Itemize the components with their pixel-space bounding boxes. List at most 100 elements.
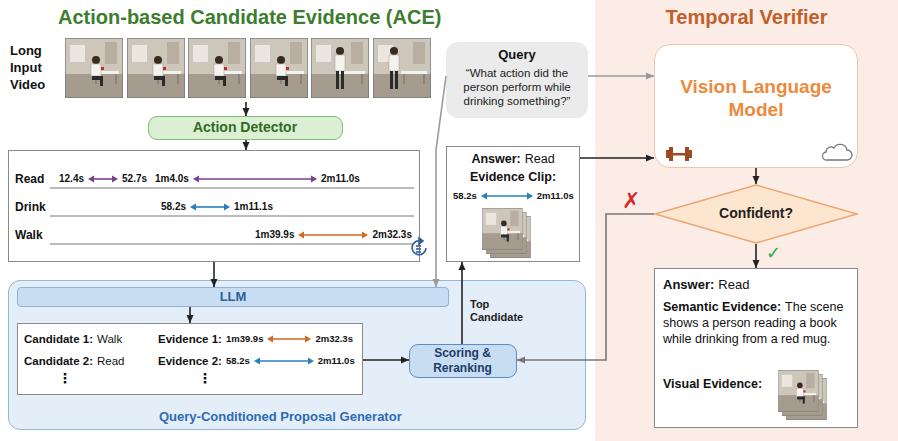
text-group: ⋮ xyxy=(198,370,212,387)
text-group: 12.4s52.7s xyxy=(59,172,147,186)
node-text: 58.2s xyxy=(453,190,477,202)
candidate-list: Candidate 1:WalkCandidate 2:Read⋮Evidenc… xyxy=(17,323,363,395)
node-text: 2m11.0s xyxy=(321,172,360,186)
text-group: Vision Language Model xyxy=(667,75,845,121)
text-group: Query-Conditioned Proposal Generator xyxy=(159,409,402,425)
node-text: Evidence 2: xyxy=(158,353,222,369)
node-text: 1m4.0s xyxy=(155,172,189,186)
node-text: 2m32.3s xyxy=(315,331,353,347)
verifier-panel: Temporal VerifierVision Language ModelCo… xyxy=(595,0,898,441)
text-group: Walk xyxy=(15,227,43,243)
text-group: Answer:Read xyxy=(447,152,579,168)
node-text: Walk xyxy=(97,331,122,347)
node-text: Answer: xyxy=(663,277,714,293)
range-arrow xyxy=(485,195,529,197)
text-group: 1m4.0s 2m11.0s xyxy=(155,172,360,186)
node-text: Read xyxy=(97,353,125,369)
text-group: Answer:Read xyxy=(663,277,851,293)
text-group: Confident? xyxy=(654,205,858,223)
range-arrow xyxy=(298,232,304,239)
text-group: Candidate 1:Walk xyxy=(24,331,122,347)
range-arrow xyxy=(88,174,118,184)
range-arrow xyxy=(254,356,314,366)
scoring-box: Scoring & Reranking xyxy=(409,344,517,378)
range-arrow xyxy=(112,176,118,183)
text-group: Drink xyxy=(15,199,46,215)
range-arrow xyxy=(362,232,368,239)
node-text: Walk xyxy=(15,228,43,242)
node-text: 2m11.0s xyxy=(318,353,355,369)
text-group: Evidence 1:1m39.9s 2m32.3s xyxy=(158,331,353,347)
range-arrow xyxy=(302,234,364,236)
action-timeline: ReadDrinkWalk 12.4s52.7s 1m4.0s 2m11.0s 58.2… xyxy=(8,150,420,262)
text-group: 58.2s 1m11.1s xyxy=(161,200,273,214)
node-text: Temporal Verifier xyxy=(666,6,828,28)
text-group: LLM xyxy=(18,289,448,305)
range-arrow xyxy=(258,360,310,362)
node-text: Scoring & Reranking xyxy=(433,346,492,375)
node-text: ⋮ xyxy=(58,370,72,386)
node-text: Evidence Clip: xyxy=(470,170,556,184)
text-group: Temporal Verifier xyxy=(595,5,898,30)
range-arrow xyxy=(194,206,226,208)
node-text: Action-based Candidate Evidence (ACE) xyxy=(58,6,441,28)
text-group: Semantic Evidence:The scene shows a pers… xyxy=(663,299,851,347)
range-arrow xyxy=(527,192,533,199)
ace-panel: Action-based Candidate Evidence (ACE) Lon… xyxy=(0,0,595,441)
node-text: 1m11.1s xyxy=(234,200,273,214)
node-text: Read xyxy=(718,277,749,293)
edge-label: Top Candidate xyxy=(470,298,532,324)
node-text: Answer: xyxy=(471,152,520,168)
action-detector: Action Detector xyxy=(148,116,343,140)
range-arrow xyxy=(224,204,230,211)
node-text: 58.2s xyxy=(161,200,186,214)
result-box: Answer:ReadSemantic Evidence:The scene s… xyxy=(654,268,858,428)
text-group: 1m39.9s 2m32.3s xyxy=(255,228,412,242)
text-group: 58.2s 2m11.0s xyxy=(453,190,574,202)
range-arrow xyxy=(267,334,311,344)
range-arrow xyxy=(88,176,94,183)
node-text: Candidate 2: xyxy=(24,353,93,369)
text-group: “What action did the person perform whil… xyxy=(452,66,582,108)
text-group: Visual Evidence: xyxy=(663,377,762,393)
video-strip: Long Input Video xyxy=(10,36,434,102)
range-arrow xyxy=(197,178,313,180)
text-group: Long Input Video xyxy=(10,42,62,93)
answer-box: Answer:ReadEvidence Clip: 58.2s 2m11.0s xyxy=(446,146,580,262)
node-text: 12.4s xyxy=(59,172,84,186)
text-group: Scoring & Reranking xyxy=(410,346,515,376)
text-group: Candidate 2:Read xyxy=(24,353,125,369)
node-text: Evidence 1: xyxy=(158,331,222,347)
range-arrow xyxy=(190,202,230,212)
node-text: Vision Language Model xyxy=(680,76,832,120)
range-arrow xyxy=(267,336,273,343)
node-text: 2m32.3s xyxy=(372,228,411,242)
text-group: Read xyxy=(15,171,44,187)
node-text: Long Input Video xyxy=(10,43,45,92)
text-group: ⋮ xyxy=(58,370,72,387)
range-arrow xyxy=(254,358,260,365)
node-text: 58.2s xyxy=(226,353,250,369)
confidence-diamond: Confident? xyxy=(654,184,858,244)
range-arrow xyxy=(298,230,368,240)
text-group: Action Detector xyxy=(149,119,341,137)
node-text: 1m39.9s xyxy=(255,228,294,242)
range-arrow xyxy=(305,336,311,343)
text-group: Action-based Candidate Evidence (ACE) xyxy=(58,5,441,30)
node-text: LLM xyxy=(220,289,247,304)
range-arrow xyxy=(92,178,114,180)
range-arrow xyxy=(271,338,307,340)
decision-diamond xyxy=(655,185,857,243)
node-text: Drink xyxy=(15,200,46,214)
range-arrow xyxy=(308,358,314,365)
range-arrow xyxy=(311,176,317,183)
node-text: Confident? xyxy=(719,205,793,221)
range-arrow xyxy=(481,192,487,199)
edge-label: ✗ xyxy=(622,188,640,214)
node-text: 1m39.9s xyxy=(226,331,264,347)
node-text: Semantic Evidence: xyxy=(663,300,781,314)
range-arrow xyxy=(481,191,533,201)
node-text: ⋮ xyxy=(198,370,212,386)
node-text: 2m11.0s xyxy=(537,190,574,202)
